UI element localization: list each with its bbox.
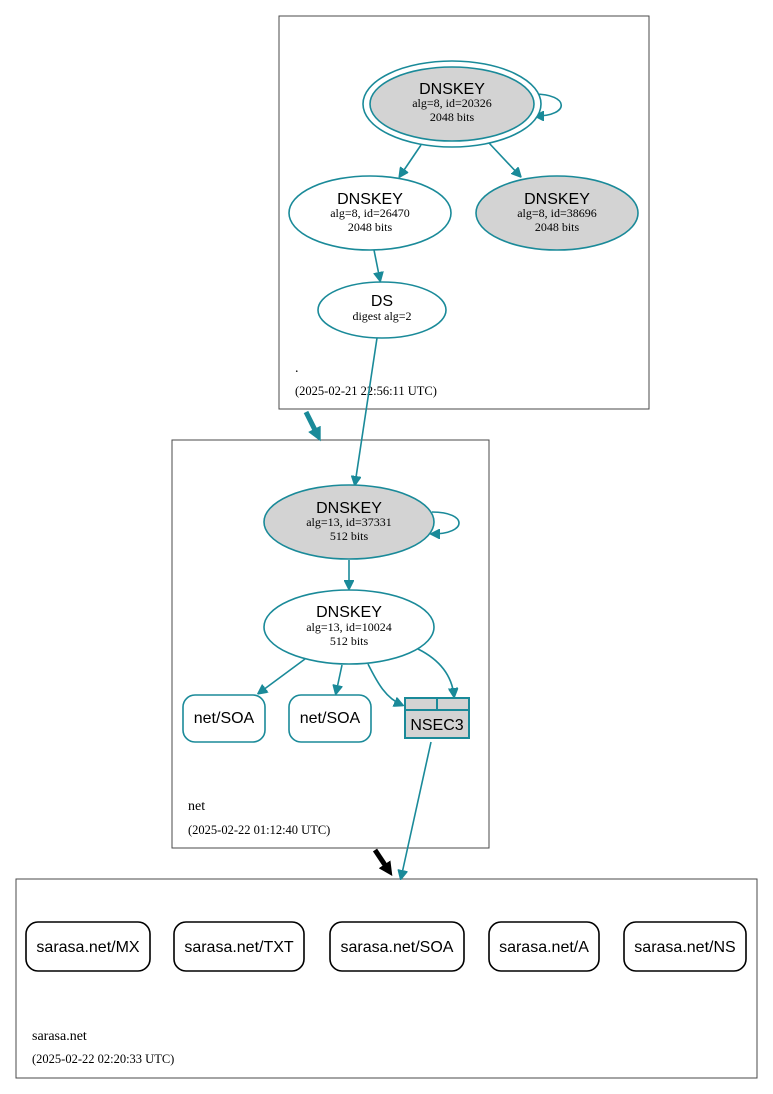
node-root-zsk-38696: DNSKEY alg=8, id=38696 2048 bits: [475, 175, 639, 251]
node-sarasa-a: sarasa.net/A: [488, 921, 600, 972]
edge-root-ksk-self: [534, 93, 563, 116]
net-ksk-title: DNSKEY: [316, 500, 382, 517]
edge-net-zsk-to-soa2: [336, 664, 343, 693]
root-ksk-title: DNSKEY: [419, 81, 485, 98]
zone-box-root: [278, 15, 650, 410]
edge-net-zsk-to-nsec3-b: [417, 648, 454, 696]
net-zsk-alg: alg=13, id=10024: [306, 620, 392, 634]
node-sarasa-soa: sarasa.net/SOA: [329, 921, 465, 972]
node-root-ds: DS digest alg=2: [317, 281, 447, 339]
node-net-soa-1: net/SOA: [182, 694, 266, 743]
zone-box-sarasa: [15, 878, 758, 1079]
root-zsk2-alg: alg=8, id=38696: [517, 206, 597, 220]
root-zsk2-bits: 2048 bits: [535, 220, 580, 234]
sarasa-soa-label: sarasa.net/SOA: [341, 939, 454, 956]
node-net-zsk: DNSKEY alg=13, id=10024 512 bits: [263, 589, 435, 665]
zone-box-net: [171, 439, 490, 849]
node-sarasa-mx: sarasa.net/MX: [25, 921, 151, 972]
edge-root-ksk-to-zsk2: [488, 142, 520, 176]
node-root-zsk-26470: DNSKEY alg=8, id=26470 2048 bits: [288, 175, 452, 251]
edge-nsec3-to-sarasa: [401, 741, 432, 878]
root-zsk1-bits: 2048 bits: [348, 220, 393, 234]
sarasa-mx-label: sarasa.net/MX: [36, 939, 139, 956]
net-zsk-title: DNSKEY: [316, 604, 382, 621]
zone-name-root: .: [295, 361, 299, 376]
node-net-soa-2: net/SOA: [288, 694, 372, 743]
root-ksk-bits: 2048 bits: [430, 110, 475, 124]
delegation-arrow-net-sarasa: [372, 848, 393, 876]
root-zsk1-alg: alg=8, id=26470: [330, 206, 410, 220]
root-ds-digest: digest alg=2: [352, 309, 411, 323]
net-soa-1-label: net/SOA: [194, 710, 255, 727]
node-sarasa-ns: sarasa.net/NS: [623, 921, 747, 972]
zone-timestamp-root: (2025-02-21 22:56:11 UTC): [295, 384, 437, 398]
root-zsk2-title: DNSKEY: [524, 191, 590, 208]
root-zsk1-title: DNSKEY: [337, 191, 403, 208]
net-zsk-bits: 512 bits: [330, 634, 369, 648]
zone-timestamp-sarasa: (2025-02-22 02:20:33 UTC): [32, 1052, 174, 1066]
net-ksk-bits: 512 bits: [330, 529, 369, 543]
zone-name-net: net: [188, 799, 205, 814]
root-ksk-alg: alg=8, id=20326: [412, 96, 492, 110]
edge-root-zsk1-to-ds: [373, 249, 380, 280]
node-nsec3: NSEC3: [404, 697, 470, 739]
net-soa-2-label: net/SOA: [300, 710, 361, 727]
root-ds-title: DS: [371, 293, 393, 310]
edge-ds-to-net-ksk: [355, 337, 378, 484]
node-net-ksk: DNSKEY alg=13, id=37331 512 bits: [263, 484, 435, 560]
zone-timestamp-net: (2025-02-22 01:12:40 UTC): [188, 823, 330, 837]
sarasa-a-label: sarasa.net/A: [499, 939, 589, 956]
zone-name-sarasa: sarasa.net: [32, 1029, 87, 1044]
edge-net-ksk-self: [432, 511, 460, 534]
edge-root-ksk-to-zsk1: [400, 144, 422, 176]
sarasa-ns-label: sarasa.net/NS: [634, 939, 735, 956]
node-root-ksk: DNSKEY alg=8, id=20326 2048 bits: [362, 60, 542, 148]
sarasa-txt-label: sarasa.net/TXT: [184, 939, 294, 956]
delegation-arrow-root-net: [303, 410, 321, 442]
edge-net-zsk-to-soa1: [259, 658, 306, 693]
net-ksk-alg: alg=13, id=37331: [306, 515, 392, 529]
nsec3-label: NSEC3: [410, 717, 463, 734]
edge-net-zsk-to-nsec3-a: [367, 663, 402, 705]
node-sarasa-txt: sarasa.net/TXT: [173, 921, 305, 972]
